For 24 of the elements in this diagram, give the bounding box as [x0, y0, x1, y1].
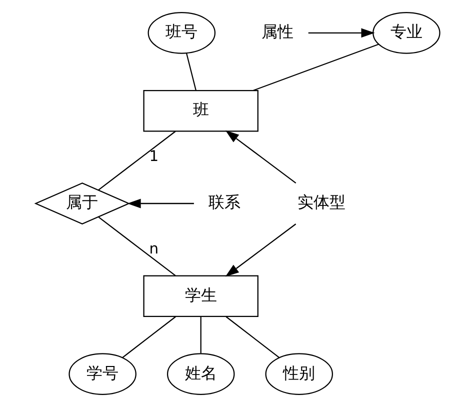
node-text: 实体型 [297, 192, 346, 212]
node-ellipse: 学号 [68, 353, 136, 395]
node-text: 联系 [208, 192, 240, 212]
arrow [224, 224, 296, 277]
arrow [224, 130, 296, 184]
node-box: 班 [142, 90, 258, 132]
connector [200, 316, 201, 354]
connector [185, 53, 196, 91]
connector [98, 216, 176, 276]
edge-label: n [148, 240, 158, 258]
node-ellipse: 性别 [264, 353, 333, 395]
node-ellipse: 班号 [147, 12, 216, 54]
edge-label: 1 [148, 148, 158, 166]
arrow [308, 28, 374, 38]
connector [98, 130, 176, 190]
node-box: 学生 [142, 275, 258, 318]
node-text: 属性 [261, 22, 294, 42]
connector [122, 316, 176, 358]
node-ellipse: 专业 [372, 12, 440, 54]
connector [225, 316, 280, 358]
arrow [126, 198, 194, 208]
node-ellipse: 姓名 [166, 353, 234, 395]
connector [252, 44, 378, 91]
node-diamond: 属于 [34, 182, 130, 224]
